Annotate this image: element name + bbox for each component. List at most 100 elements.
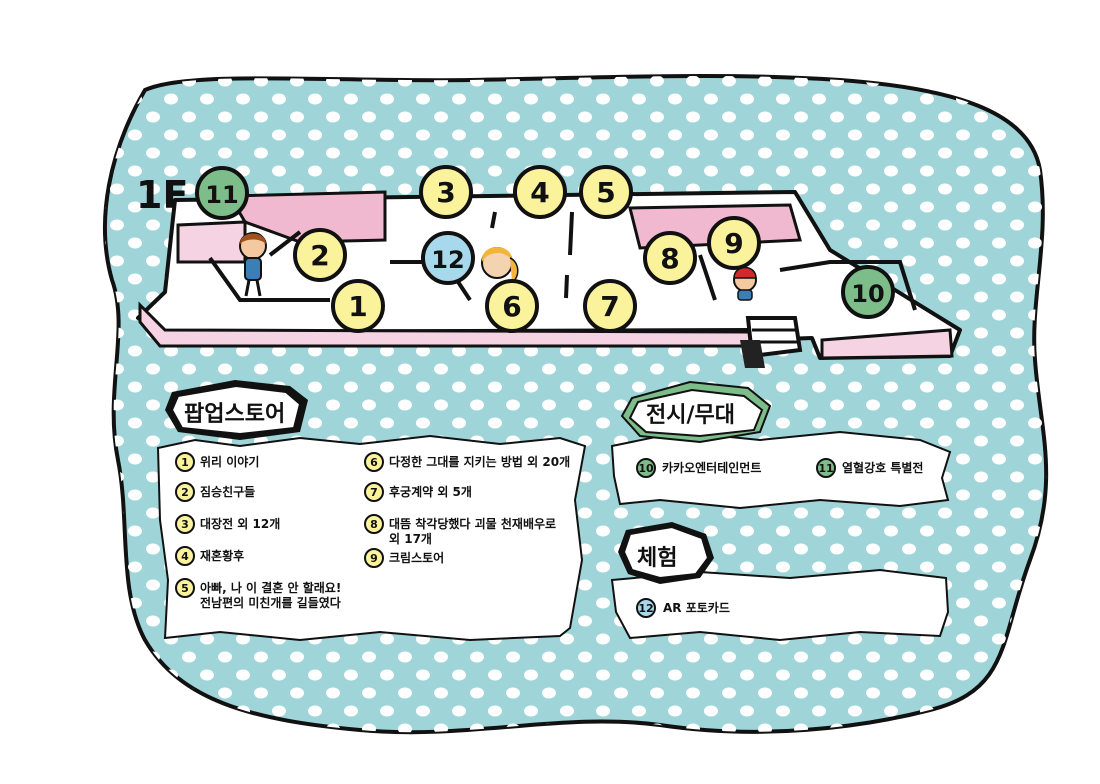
popup-item-badge-number: 2 [181,486,189,499]
marker-number: 6 [502,290,521,323]
popup-item-badge-number: 5 [181,582,189,595]
popup-item-label: 아빠, 나 이 결혼 안 할래요! [200,580,341,595]
popup-item-badge [175,514,195,534]
marker-circle [195,166,249,220]
popup-item-label: 크림스토어 [389,550,444,565]
character-girl-center [481,247,519,283]
popup-item-badge [364,514,384,534]
map-markers: 11 3 4 5 2 12 1 6 7 8 9 10 [195,165,895,333]
popup-item-badge-number: 7 [370,486,378,499]
exhibit-item-list: 10 카카오엔터테인먼트 11 열혈강호 특별전 [636,458,923,478]
popup-item-badge-number: 9 [370,552,378,565]
experience-item-list: 12 AR 포토카드 [636,598,730,618]
marker-circle [331,279,385,333]
exhibit-item-badge-number: 11 [818,462,833,475]
popup-item-label: 다정한 그대를 지키는 방법 외 20개 [389,454,570,469]
experience-item-badge-number: 12 [638,602,653,615]
popup-item-label: 외 17개 [389,531,432,546]
exhibit-title: 전시/무대 [646,403,735,428]
popup-item-badge-number: 8 [370,518,378,531]
marker-circle [421,231,475,285]
exhibit-item-11[interactable]: 11 열혈강호 특별전 [816,458,923,478]
popup-item-3[interactable]: 3 대장전 외 12개 [175,514,280,534]
character-girl-left [239,232,267,297]
exhibit-item-badge-number: 10 [638,462,654,475]
popup-item-2[interactable]: 2 짐승친구들 [175,482,255,502]
popup-item-badge [364,452,384,472]
map-marker-12[interactable]: 12 [421,231,475,285]
marker-number: 2 [310,239,329,272]
popup-item-label: 후궁계약 외 5개 [389,484,472,499]
popup-title: 팝업스토어 [184,402,285,427]
popup-item-badge [175,546,195,566]
marker-number: 10 [851,280,884,308]
popup-item-badge [364,548,384,568]
experience-item-badge [636,598,656,618]
marker-number: 8 [660,242,679,275]
map-marker-7[interactable]: 7 [583,279,637,333]
popup-item-1[interactable]: 1 위리 이야기 [175,452,259,472]
marker-number: 11 [205,181,238,209]
map-marker-11[interactable]: 11 [195,166,249,220]
popup-item-badge [175,452,195,472]
popup-item-list: 1 위리 이야기 2 짐승친구들 3 대장전 외 12개 4 재혼황후 5 아빠, 나 이 결혼 … [175,452,570,610]
exhibit-item-label: 카카오엔터테인먼트 [662,460,761,475]
popup-item-4[interactable]: 4 재혼황후 [175,546,244,566]
map-marker-8[interactable]: 8 [643,231,697,285]
popup-item-label: 전남편의 미친개를 길들였다 [200,595,341,610]
map-marker-3[interactable]: 3 [419,165,473,219]
exhibit-item-10[interactable]: 10 카카오엔터테인먼트 [636,458,761,478]
exhibit-panel: 전시/무대 10 카카오엔터테인먼트 11 열혈강호 특별전 [610,380,952,510]
experience-title: 체험 [637,545,677,571]
marker-circle [485,279,539,333]
popup-item-badge [175,482,195,502]
popup-item-badge-number: 3 [181,518,189,531]
character-boy-right [733,266,757,301]
popup-item-label: 대장전 외 12개 [200,516,280,531]
popup-item-badge [364,482,384,502]
popup-item-badge-number: 6 [370,456,378,469]
popup-item-badge-number: 4 [181,550,189,563]
map-marker-4[interactable]: 4 [513,165,567,219]
marker-number: 4 [530,176,549,209]
marker-circle [707,216,761,270]
exhibit-item-label: 열혈강호 특별전 [842,460,923,475]
marker-number: 9 [724,227,743,260]
map-marker-6[interactable]: 6 [485,279,539,333]
experience-item-12[interactable]: 12 AR 포토카드 [636,598,730,618]
marker-number: 5 [596,176,615,209]
popup-item-9[interactable]: 9 크림스토어 [364,548,444,568]
map-marker-1[interactable]: 1 [331,279,385,333]
popup-panel: 팝업스토어 1 위리 이야기 2 짐승친구들 3 대장전 외 12개 4 재혼황후 5 아빠, 나… [156,380,587,642]
marker-circle [643,231,697,285]
map-marker-9[interactable]: 9 [707,216,761,270]
popup-item-label: 위리 이야기 [200,454,259,469]
marker-number: 1 [348,290,367,323]
popup-item-5[interactable]: 5 아빠, 나 이 결혼 안 할래요!전남편의 미친개를 길들였다 [175,578,341,610]
marker-circle [293,228,347,282]
popup-item-7[interactable]: 7 후궁계약 외 5개 [364,482,472,502]
popup-item-6[interactable]: 6 다정한 그대를 지키는 방법 외 20개 [364,452,570,472]
marker-number: 12 [431,246,464,274]
popup-item-label: 대뜸 착각당했다 괴물 천재배우로 [389,516,556,531]
marker-circle [579,165,633,219]
marker-number: 3 [436,176,455,209]
map-marker-2[interactable]: 2 [293,228,347,282]
popup-item-label: 짐승친구들 [200,484,255,499]
marker-circle [419,165,473,219]
marker-circle [513,165,567,219]
experience-item-label: AR 포토카드 [663,600,730,615]
marker-number: 7 [600,290,619,323]
popup-item-badge [175,578,195,598]
marker-circle [841,265,895,319]
exhibit-item-badge [816,458,836,478]
marker-circle [583,279,637,333]
map-marker-10[interactable]: 10 [841,265,895,319]
experience-panel: 체험 12 AR 포토카드 [610,522,950,642]
exhibit-item-badge [636,458,656,478]
map-marker-5[interactable]: 5 [579,165,633,219]
popup-item-label: 재혼황후 [200,548,244,563]
popup-item-badge-number: 1 [181,456,189,469]
